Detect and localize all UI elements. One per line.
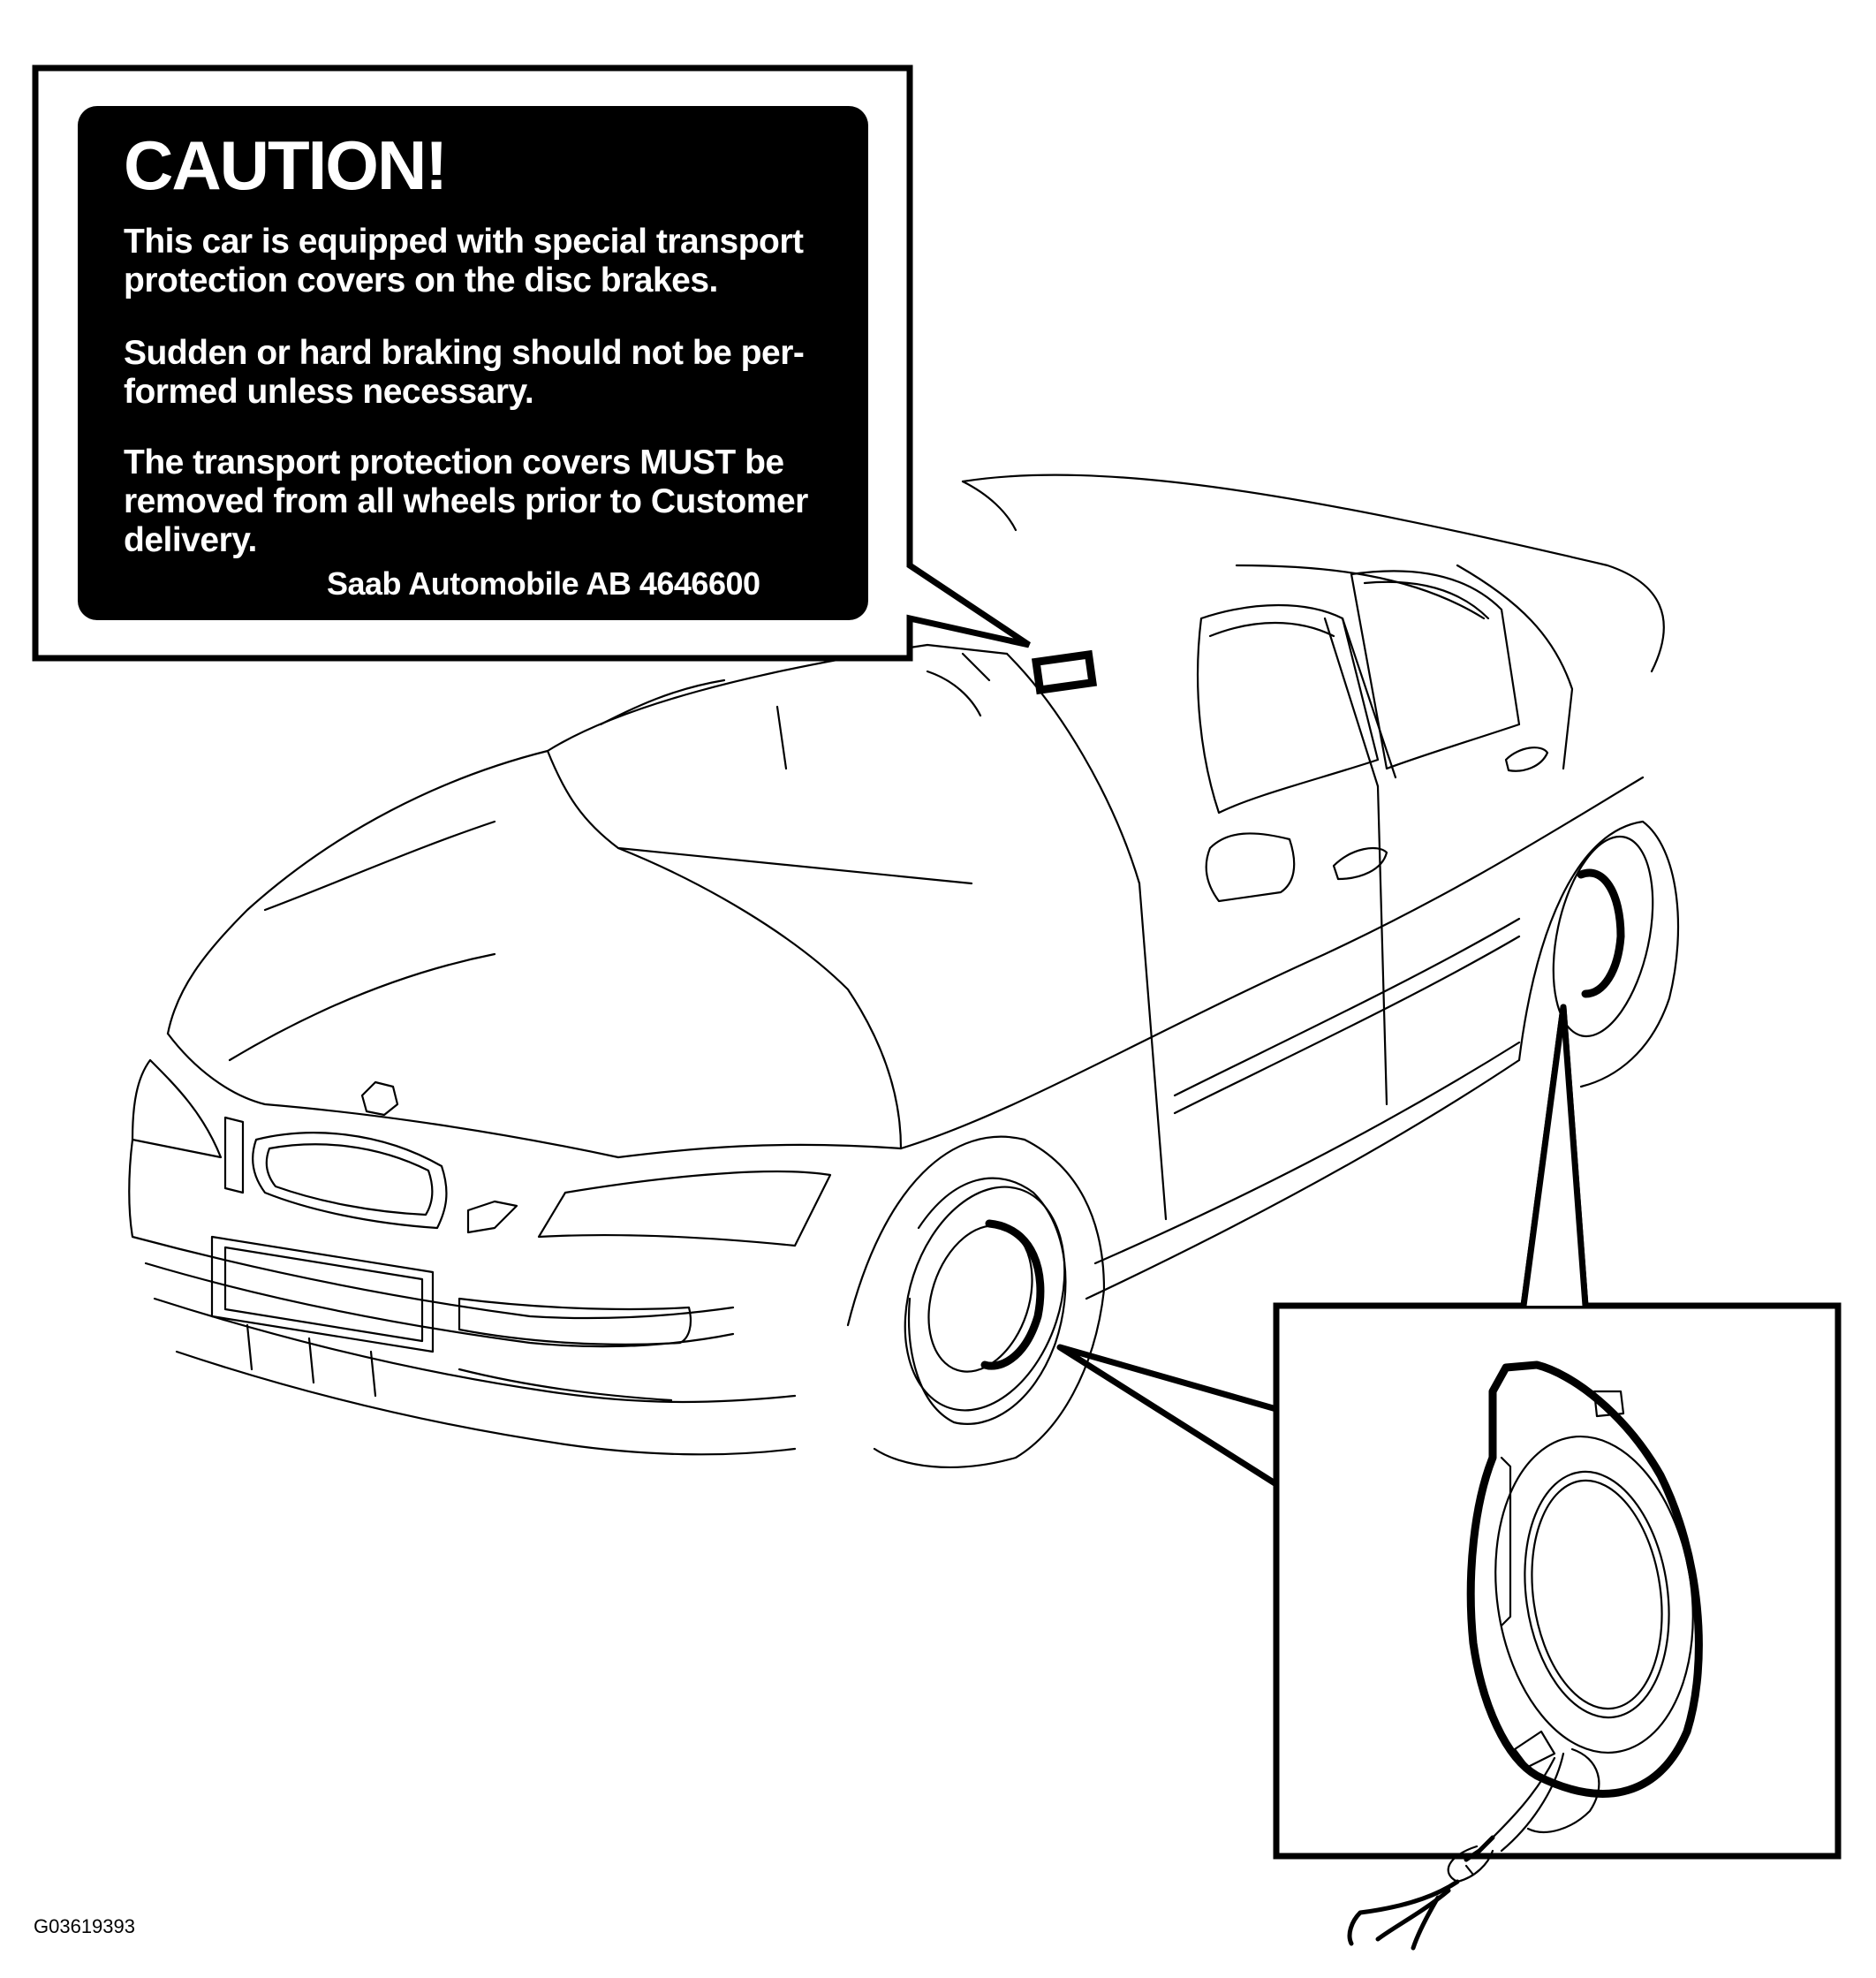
car-illustration <box>128 474 1680 1468</box>
caution-paragraph-3: The transport protection covers MUST be … <box>124 443 808 559</box>
caution-label-background <box>78 106 868 620</box>
caution-paragraph-1: This car is equipped with special transp… <box>124 223 804 299</box>
figure-id: G03619393 <box>34 1915 135 1937</box>
caution-paragraph-2: Sudden or hard braking should not be per… <box>124 334 805 411</box>
brake-protection-cover <box>1347 1360 1703 1951</box>
brake-cover-detail-callout <box>1056 1004 1842 1860</box>
caution-callout <box>32 64 1031 662</box>
caution-footer: Saab Automobile AB 4646600 <box>327 565 760 602</box>
caution-title: CAUTION! <box>124 126 448 204</box>
